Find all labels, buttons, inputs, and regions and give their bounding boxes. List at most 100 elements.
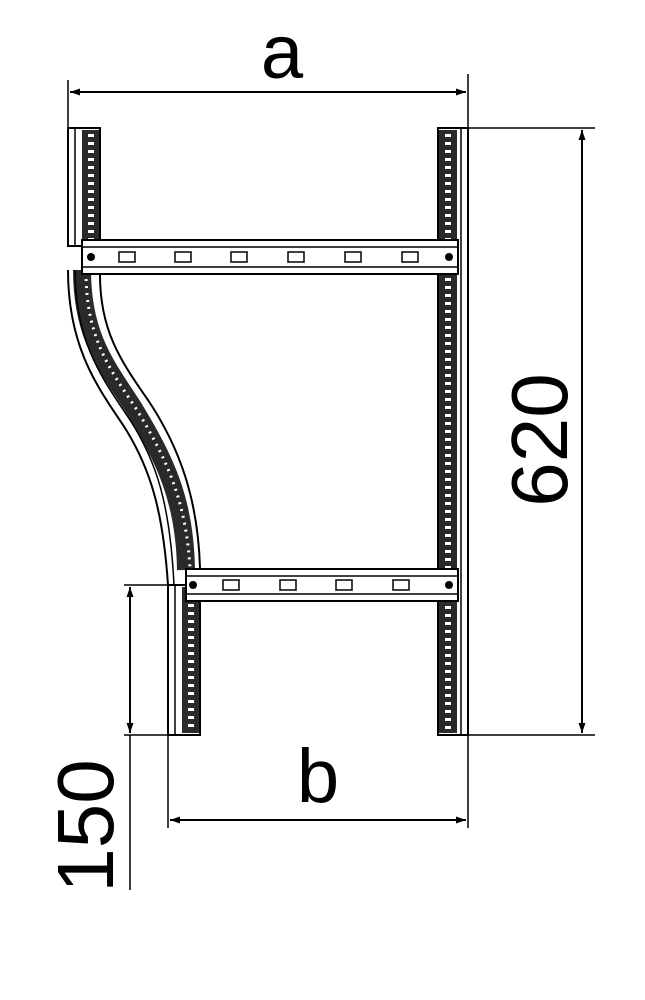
perforation-hole (445, 278, 451, 281)
perforation-hole (445, 430, 451, 433)
perforation-hole (445, 550, 451, 553)
perforation-hole (445, 654, 451, 657)
perforation-hole (445, 230, 451, 233)
rung-slot (222, 579, 240, 591)
perforation-hole (445, 414, 451, 417)
perforation-hole (445, 638, 451, 641)
left-rail-top-segment (67, 127, 101, 247)
perforation-hole (88, 222, 94, 225)
rung-slot (335, 579, 353, 591)
rung-slot (392, 579, 410, 591)
perforation-hole (445, 294, 451, 297)
perforation-hole (88, 214, 94, 217)
perforation-hole (188, 628, 194, 631)
perforation-hole (188, 644, 194, 647)
rung-slot (174, 251, 192, 263)
perforation-hole (445, 438, 451, 441)
perforation-hole (445, 366, 451, 369)
perforation-hole (188, 676, 194, 679)
left-rail-top-strip (82, 130, 99, 245)
left-rail-bottom-perforations (188, 604, 194, 727)
perforation-hole (445, 318, 451, 321)
perforation-hole (445, 350, 451, 353)
perforation-hole (445, 510, 451, 513)
perforation-hole (188, 604, 194, 607)
s-curve-perforated-band (73, 269, 195, 571)
perforation-hole (445, 678, 451, 681)
perforation-hole (88, 206, 94, 209)
perforation-hole (445, 334, 451, 337)
bottom-rung-bolt-right (445, 581, 453, 589)
perforation-hole (188, 684, 194, 687)
s-curve-inner-edge (99, 274, 201, 569)
perforation-hole (445, 486, 451, 489)
perforation-hole (445, 622, 451, 625)
perforation-hole (445, 566, 451, 569)
perforation-hole (445, 542, 451, 545)
perforation-hole (445, 214, 451, 217)
top-rung (81, 239, 459, 275)
rung-slot (344, 251, 362, 263)
perforation-hole (445, 198, 451, 201)
perforation-hole (188, 660, 194, 663)
perforation-hole (445, 374, 451, 377)
perforation-hole (88, 190, 94, 193)
perforation-hole (445, 502, 451, 505)
perforation-hole (445, 630, 451, 633)
perforation-hole (445, 150, 451, 153)
bottom-rung (185, 568, 459, 602)
rung-slot (401, 251, 419, 263)
perforation-hole (88, 198, 94, 201)
perforation-hole (445, 326, 451, 329)
perforation-hole (445, 190, 451, 193)
perforation-hole (445, 686, 451, 689)
perforation-hole (445, 662, 451, 665)
dimension-lines (70, 88, 586, 824)
perforation-hole (188, 620, 194, 623)
rung-slot (287, 251, 305, 263)
perforation-hole (445, 494, 451, 497)
perforation-hole (445, 694, 451, 697)
dimension-label-620: 620 (495, 373, 584, 506)
perforation-hole (445, 470, 451, 473)
perforation-hole (445, 310, 451, 313)
perforation-hole (445, 606, 451, 609)
right-side-rail (437, 127, 469, 736)
perforation-hole (88, 150, 94, 153)
s-curve-outer-edge (67, 269, 169, 586)
perforation-hole (445, 710, 451, 713)
s-curve-flange-line (74, 269, 175, 586)
perforation-hole (445, 518, 451, 521)
perforation-hole (188, 708, 194, 711)
top-rung-bolt-right (445, 253, 453, 261)
perforation-hole (445, 142, 451, 145)
perforation-hole (445, 718, 451, 721)
left-rail-s-curve (67, 269, 201, 586)
perforation-hole (445, 422, 451, 425)
perforation-hole (88, 142, 94, 145)
perforation-hole (445, 534, 451, 537)
perforation-hole (188, 716, 194, 719)
right-rail-perforations (445, 134, 451, 729)
perforation-hole (88, 174, 94, 177)
s-curve-perforations (84, 271, 192, 569)
perforation-hole (445, 382, 451, 385)
perforation-hole (445, 646, 451, 649)
perforation-hole (445, 206, 451, 209)
perforation-hole (445, 174, 451, 177)
perforation-hole (445, 222, 451, 225)
perforation-hole (445, 166, 451, 169)
perforation-hole (188, 700, 194, 703)
perforation-hole (445, 342, 451, 345)
perforation-hole (445, 558, 451, 561)
perforation-hole (445, 358, 451, 361)
perforation-hole (188, 652, 194, 655)
perforation-hole (445, 670, 451, 673)
perforation-hole (445, 286, 451, 289)
dimension-label-a: a (261, 10, 304, 95)
perforation-hole (445, 726, 451, 729)
perforation-hole (188, 668, 194, 671)
perforation-hole (88, 166, 94, 169)
perforation-hole (88, 158, 94, 161)
